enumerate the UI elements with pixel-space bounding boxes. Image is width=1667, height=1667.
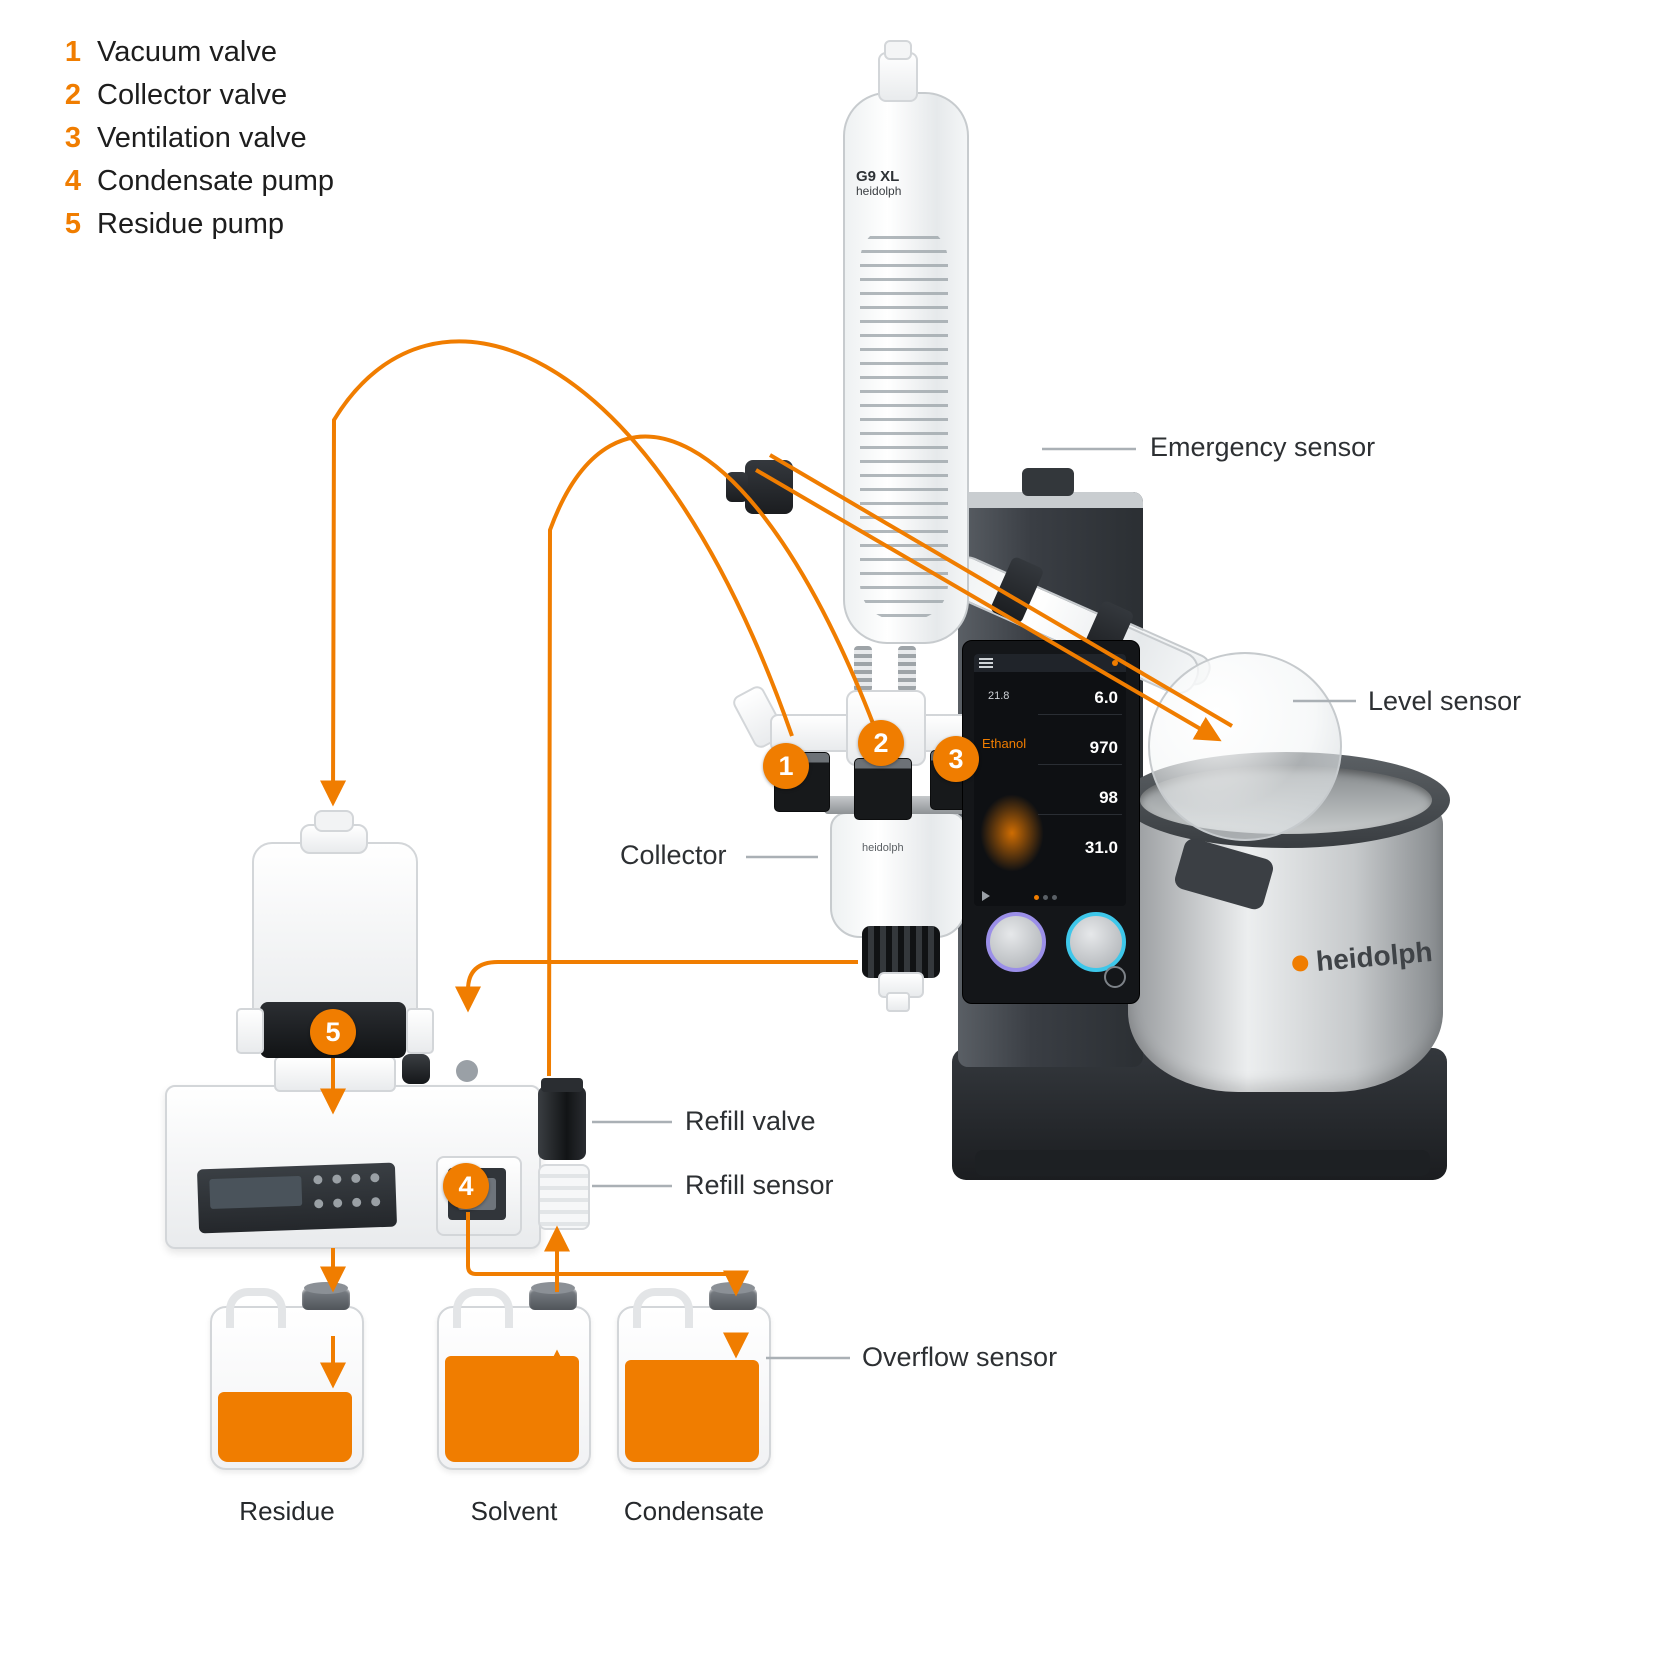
legend-item: 1 Vacuum valve bbox=[55, 36, 334, 79]
evaporating-flask bbox=[1148, 652, 1342, 841]
marker-ventilation-valve: 3 bbox=[933, 736, 979, 782]
residue-pump-knob bbox=[314, 810, 354, 832]
condensate-canister: Condensate bbox=[617, 1282, 771, 1526]
legend-label: Condensate pump bbox=[97, 165, 334, 197]
marker-collector-valve: 2 bbox=[858, 720, 904, 766]
legend-item: 5 Residue pump bbox=[55, 208, 334, 251]
marker-vacuum-valve: 1 bbox=[763, 743, 809, 789]
collector-label: Collector bbox=[620, 840, 727, 870]
canister-label: Condensate bbox=[623, 1496, 765, 1526]
canister-label: Solvent bbox=[470, 1496, 558, 1526]
flow-vacuum-to-residue-pump bbox=[320, 339, 794, 807]
refill-sensor-unit bbox=[538, 1164, 590, 1230]
flow-collector-to-pump bbox=[455, 960, 858, 1013]
residue-canister: Residue bbox=[210, 1282, 364, 1526]
canister-handle bbox=[633, 1288, 693, 1328]
collector-brand-text: heidolph bbox=[862, 842, 904, 854]
device-base-foot bbox=[975, 1150, 1430, 1176]
menu-icon bbox=[979, 658, 993, 660]
knob-right bbox=[1066, 912, 1126, 972]
refill-valve-label: Refill valve bbox=[685, 1106, 816, 1136]
heidolph-logo-icon bbox=[1291, 954, 1309, 973]
nav-dot-icon bbox=[1112, 660, 1118, 666]
pump-head-clip-left bbox=[236, 1008, 264, 1054]
screen-flask-glow bbox=[980, 794, 1044, 872]
legend-num: 1 bbox=[64, 36, 81, 68]
legend: 1 Vacuum valve 2 Collector valve 3 Venti… bbox=[55, 36, 334, 251]
keypad-buttons bbox=[313, 1173, 386, 1219]
canister-cap bbox=[529, 1282, 577, 1310]
module-keypad bbox=[196, 1162, 398, 1234]
screen-header bbox=[974, 654, 1126, 672]
legend-item: 4 Condensate pump bbox=[55, 165, 334, 208]
condenser-brand-text: heidolph bbox=[856, 184, 902, 199]
condenser-connector bbox=[745, 460, 793, 514]
refill-sensor-label: Refill sensor bbox=[685, 1170, 834, 1200]
screen-footer-dots bbox=[1034, 895, 1057, 900]
keypad-screen bbox=[209, 1175, 303, 1210]
legend-label: Vacuum valve bbox=[97, 36, 277, 68]
play-icon bbox=[982, 891, 990, 901]
power-button bbox=[1104, 966, 1126, 988]
legend-label: Ventilation valve bbox=[97, 122, 307, 154]
legend-item: 3 Ventilation valve bbox=[55, 122, 334, 165]
refill-valve-cap bbox=[541, 1078, 583, 1092]
screen-value-1: 6.0 bbox=[1094, 688, 1118, 707]
collector-cap bbox=[862, 926, 940, 978]
screen-value-3: 98 bbox=[1099, 788, 1118, 807]
touchscreen: 6.0 970 98 31.0 21.8 Ethanol bbox=[974, 654, 1126, 906]
collector-valve-solenoid bbox=[854, 758, 912, 820]
solvent-canister: Solvent bbox=[437, 1282, 591, 1526]
module-black-knob bbox=[402, 1054, 430, 1084]
manifold-spring-right bbox=[898, 646, 916, 692]
overflow-sensor-label: Overflow sensor bbox=[862, 1342, 1058, 1372]
marker-condensate-pump: 4 bbox=[443, 1163, 489, 1209]
collector-outlet-stub bbox=[886, 992, 910, 1012]
screen-solvent-label: Ethanol bbox=[982, 736, 1027, 751]
pump-base bbox=[274, 1056, 396, 1092]
condenser-model-text: G9 XL bbox=[856, 168, 900, 185]
screen-value-4: 31.0 bbox=[1084, 838, 1118, 857]
screen-aux-value: 21.8 bbox=[988, 690, 1010, 702]
legend-num: 3 bbox=[64, 122, 81, 154]
collector-glass bbox=[830, 812, 966, 938]
condenser-connector-stub bbox=[726, 472, 748, 502]
legend-label: Collector valve bbox=[97, 79, 288, 111]
canister-liquid bbox=[445, 1356, 579, 1462]
level-sensor-label: Level sensor bbox=[1368, 686, 1522, 716]
pump-head-clip-right bbox=[406, 1008, 434, 1054]
canister-handle bbox=[226, 1288, 286, 1328]
condenser-coil bbox=[860, 225, 948, 620]
screen-value-2: 970 bbox=[1089, 738, 1118, 757]
legend-num: 2 bbox=[64, 79, 81, 111]
canister-cap bbox=[302, 1282, 350, 1310]
knob-left bbox=[986, 912, 1046, 972]
canister-liquid bbox=[218, 1392, 352, 1462]
legend-num: 5 bbox=[64, 208, 81, 240]
legend-num: 4 bbox=[64, 165, 81, 197]
condenser-label: G9 XL heidolph bbox=[856, 168, 901, 199]
emergency-sensor-unit bbox=[1022, 468, 1074, 496]
manifold-spring-left bbox=[854, 646, 872, 692]
canister-label: Residue bbox=[239, 1496, 335, 1526]
canister-handle bbox=[453, 1288, 513, 1328]
condenser-top-cap bbox=[878, 52, 918, 102]
heating-bath-body bbox=[1128, 800, 1443, 1092]
module-gray-button bbox=[456, 1060, 478, 1082]
legend-label: Residue pump bbox=[97, 208, 284, 240]
legend-item: 2 Collector valve bbox=[55, 79, 334, 122]
emergency-sensor-label: Emergency sensor bbox=[1150, 432, 1376, 462]
canister-cap bbox=[709, 1282, 757, 1310]
marker-residue-pump: 5 bbox=[310, 1009, 356, 1055]
canister-liquid bbox=[625, 1360, 759, 1462]
condenser-top-knob bbox=[884, 40, 912, 60]
refill-valve-unit bbox=[538, 1086, 586, 1160]
